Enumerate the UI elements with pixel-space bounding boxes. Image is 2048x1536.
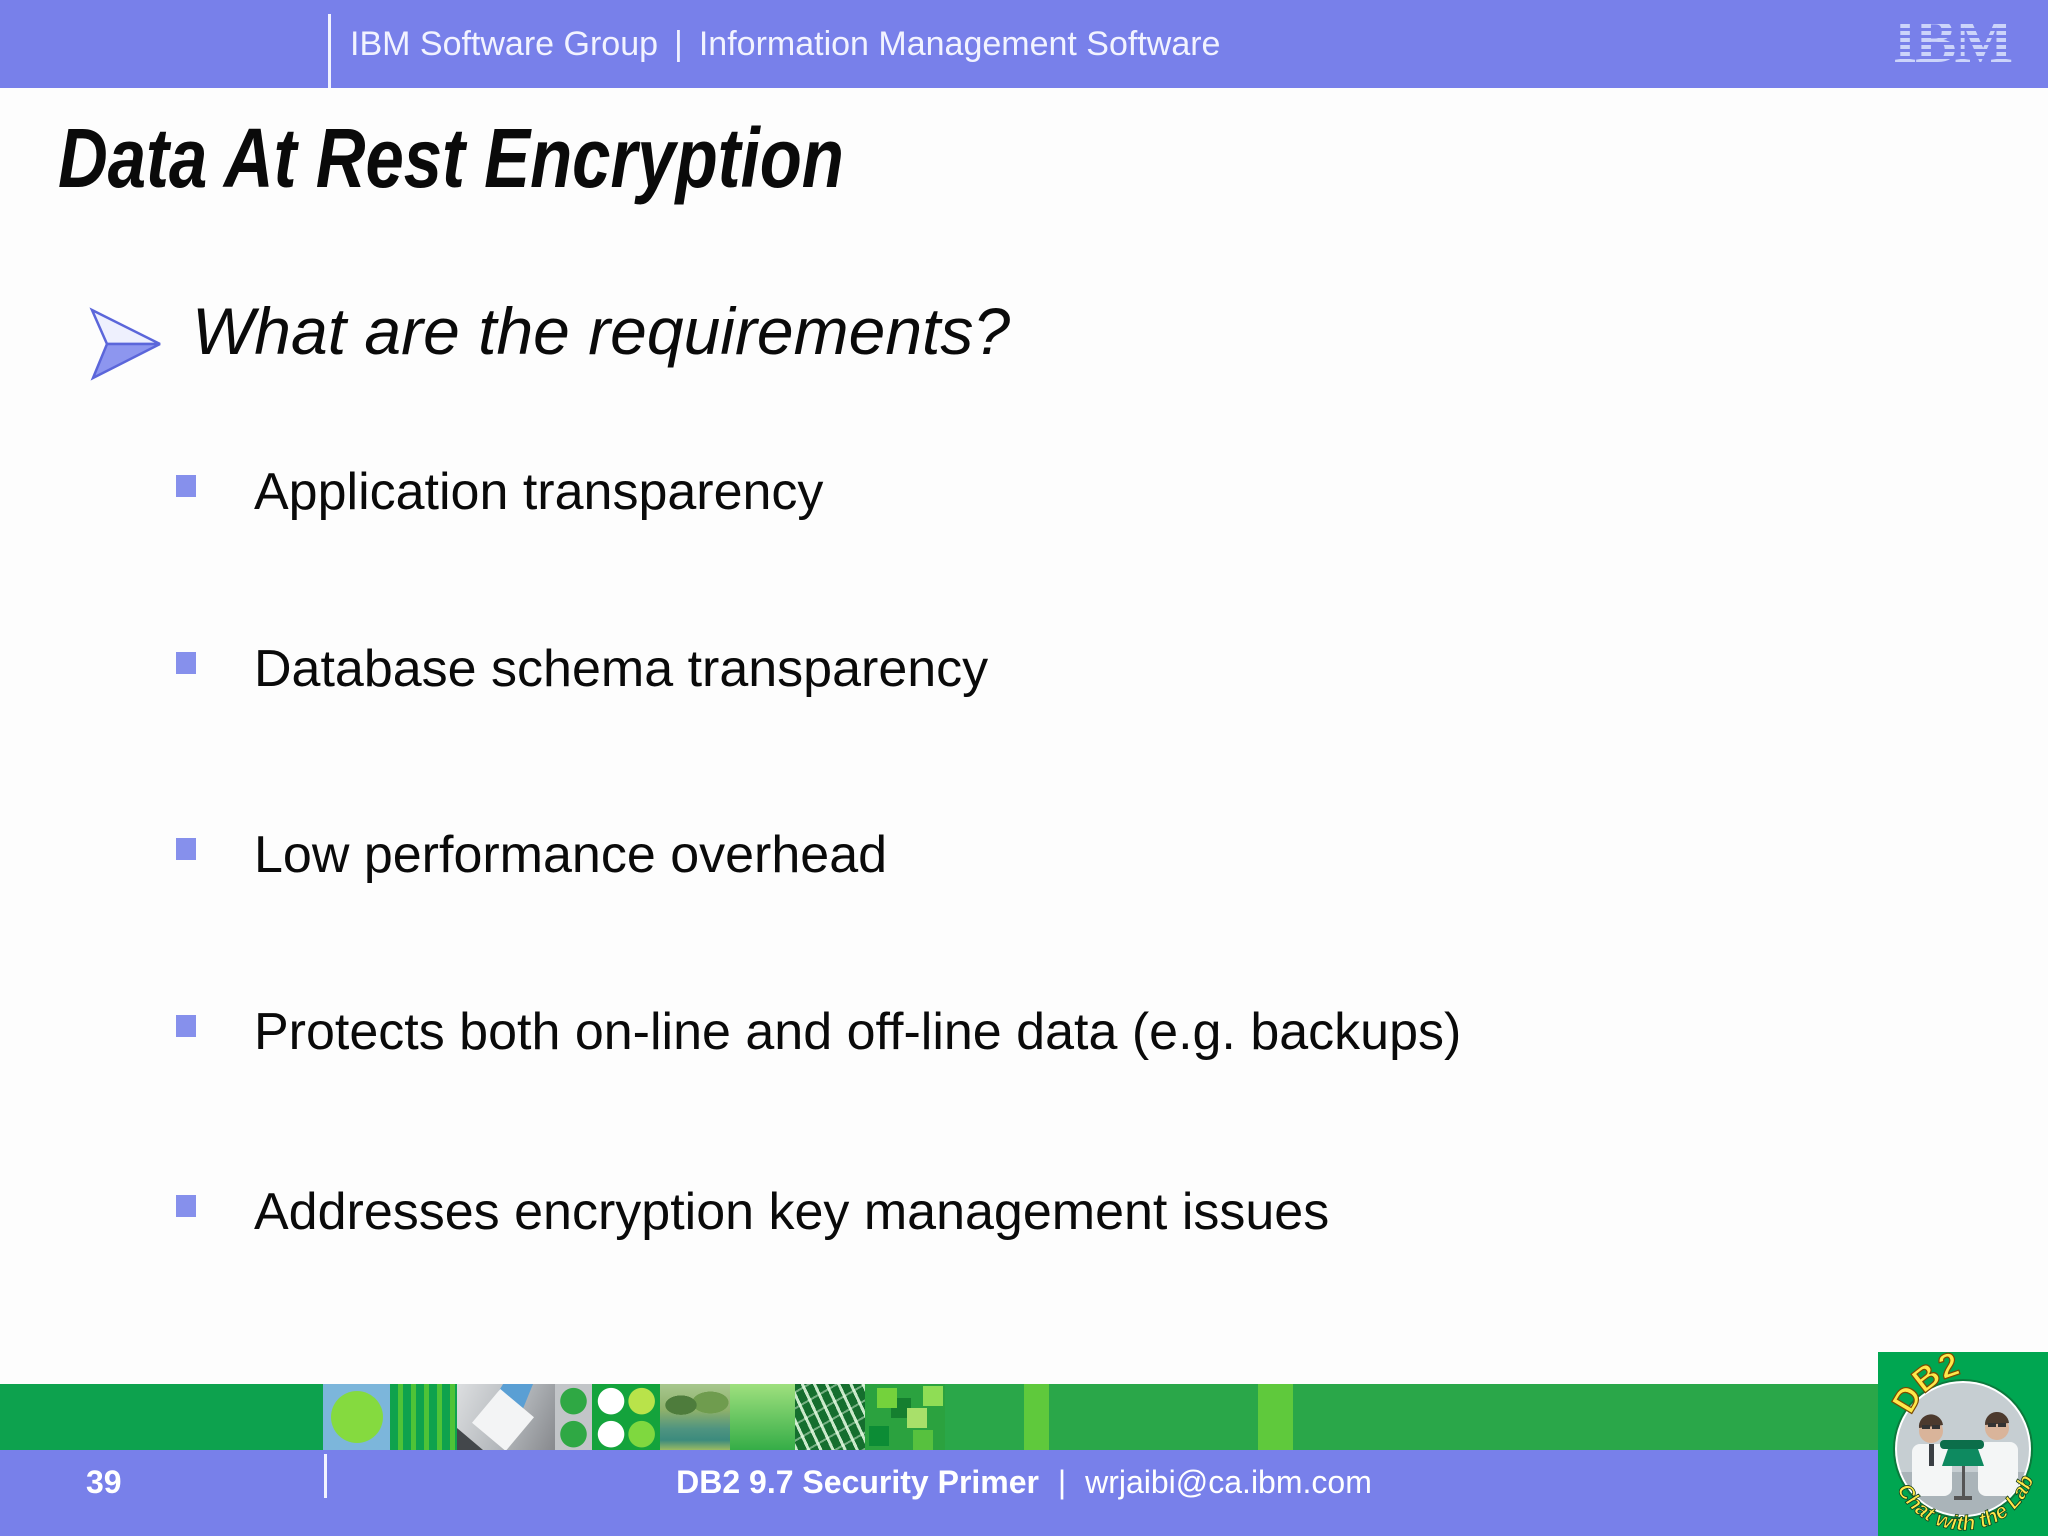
ibm-logo: IBM [1893,8,2033,77]
header-separator: | [674,24,683,63]
header-left-label: IBM Software Group [350,24,659,63]
question-line: What are the requirements? [86,298,1010,382]
banner-tile-light-green [1258,1384,1293,1450]
footer-divider [324,1454,327,1498]
square-bullet-icon [176,652,196,674]
bullet-text: Addresses encryption key management issu… [254,1183,1330,1241]
square-bullet-icon [176,475,196,497]
bullet-text: Database schema transparency [254,640,989,698]
footer-center-text: DB2 9.7 Security Primer | wrjaibi@ca.ibm… [0,1464,2048,1501]
list-item: Application transparency [176,460,823,525]
list-item: Protects both on-line and off-line data … [176,1000,1461,1065]
arrowhead-bullet-icon [89,307,161,381]
ibm-logo-text: IBM [1893,10,2011,72]
list-item: Low performance overhead [176,823,887,888]
banner-strip [0,1384,2048,1450]
header-text: IBM Software Group | Information Managem… [350,0,1220,88]
banner-tile-gradient [730,1384,795,1450]
bullet-text: Low performance overhead [254,826,888,884]
banner-tile-photo-roads [795,1384,865,1450]
banner-tile-photo-landscape [660,1384,730,1450]
banner-tile-green-dots [592,1384,660,1450]
db2-chat-lab-logo: DB2 Chat with the Lab [1878,1344,2048,1536]
header-right-label: Information Management Software [698,24,1221,63]
banner-tile-light-green [1024,1384,1049,1450]
banner-tile-photo-paper [457,1384,555,1450]
list-item: Database schema transparency [176,637,988,702]
header-bar: IBM Software Group | Information Managem… [0,0,2048,88]
page-number: 39 [86,1464,122,1500]
question-text: What are the requirements? [192,294,1011,368]
banner-tile-circle [323,1384,390,1450]
page-title: Data At Rest Encryption [58,111,844,205]
banner-tile-mosaic [865,1384,945,1450]
banner-tile-solid-green [0,1384,323,1450]
bullet-text: Application transparency [254,463,824,521]
deck-title: DB2 9.7 Security Primer [676,1464,1039,1500]
list-item: Addresses encryption key management issu… [176,1180,1329,1245]
square-bullet-icon [176,1195,196,1217]
footer-bar: 39 DB2 9.7 Security Primer | wrjaibi@ca.… [0,1450,2048,1536]
contact-email: wrjaibi@ca.ibm.com [1085,1464,1372,1500]
banner-tile-gray-dots [555,1384,592,1450]
square-bullet-icon [176,1015,196,1037]
lab-photo [1897,1411,2029,1515]
header-divider [328,14,331,88]
bullet-text: Protects both on-line and off-line data … [254,1003,1462,1061]
footer-separator: | [1057,1464,1067,1500]
banner-tile-stripes [390,1384,457,1450]
square-bullet-icon [176,838,196,860]
